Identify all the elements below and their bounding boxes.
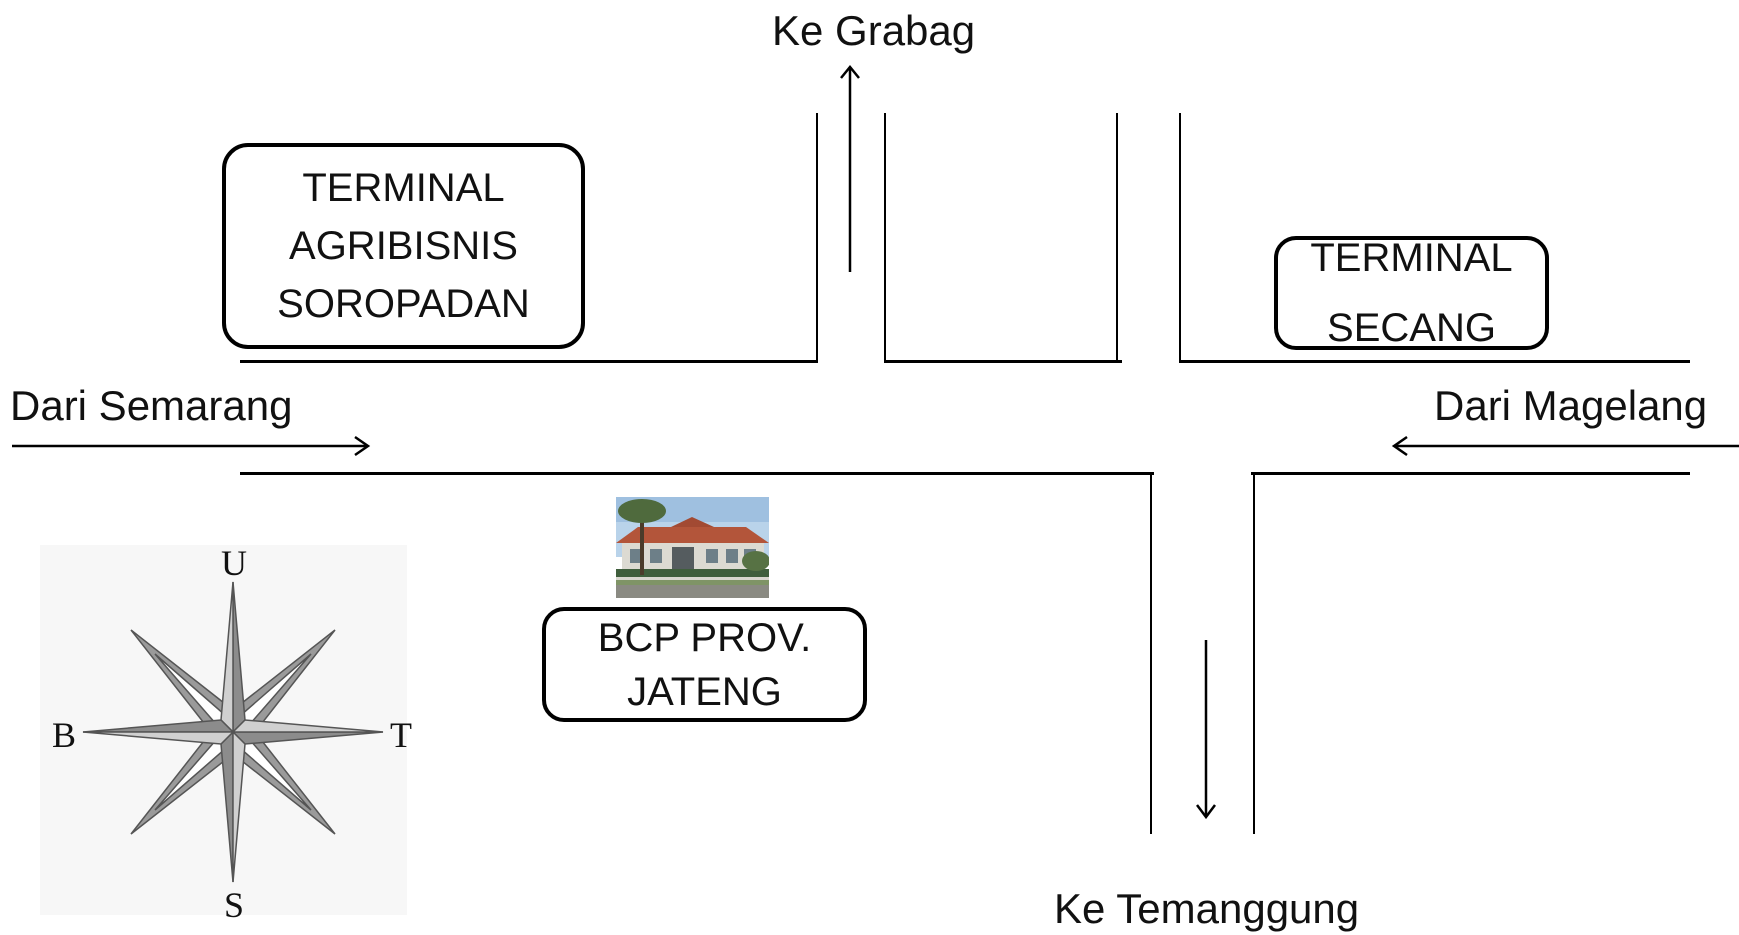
place-label-line: SOROPADAN [277,282,530,326]
label-dari-magelang: Dari Magelang [1434,382,1708,429]
terminal-secang-box: TERMINAL SECANG [1274,236,1549,350]
compass-west-label: B [52,715,77,755]
arrow-right-icon [12,435,371,457]
compass-south-label: S [224,885,245,925]
place-label-line: AGRIBISNIS [289,224,518,268]
compass-rose-icon: U S T B [40,545,420,930]
arrow-down-icon [1196,640,1216,820]
arrow-left-icon [1391,435,1739,457]
label-dari-semarang: Dari Semarang [10,382,293,429]
place-label-line: JATENG [627,669,782,714]
road-edge-north-middle [884,360,1122,363]
road-edge-grabag-right [884,113,886,362]
road-edge-north-west [240,360,818,363]
road-edge-south-east [1251,472,1690,475]
road-edge-temanggung-left [1150,472,1152,834]
place-label-line: TERMINAL [302,166,505,210]
arrow-up-icon [840,65,860,272]
road-edge-north-east [1179,360,1690,363]
place-label-line: SECANG [1327,306,1496,350]
road-edge-temanggung-right [1253,472,1255,834]
compass-east-label: T [390,715,412,755]
compass-north-label: U [221,543,247,583]
label-ke-grabag: Ke Grabag [772,7,976,54]
bcp-prov-jateng-box: BCP PROV. JATENG [542,607,867,722]
road-edge-south-west [240,472,1154,475]
place-label-line: TERMINAL [1310,236,1513,280]
road-edge-secang-left [1116,113,1118,362]
building-photo-icon [616,497,769,598]
road-edge-secang-right [1179,113,1181,362]
road-edge-grabag-left [816,113,818,362]
place-label-line: BCP PROV. [597,615,812,660]
label-ke-temanggung: Ke Temanggung [1054,885,1360,932]
terminal-agribisnis-soropadan-box: TERMINAL AGRIBISNIS SOROPADAN [222,143,585,349]
